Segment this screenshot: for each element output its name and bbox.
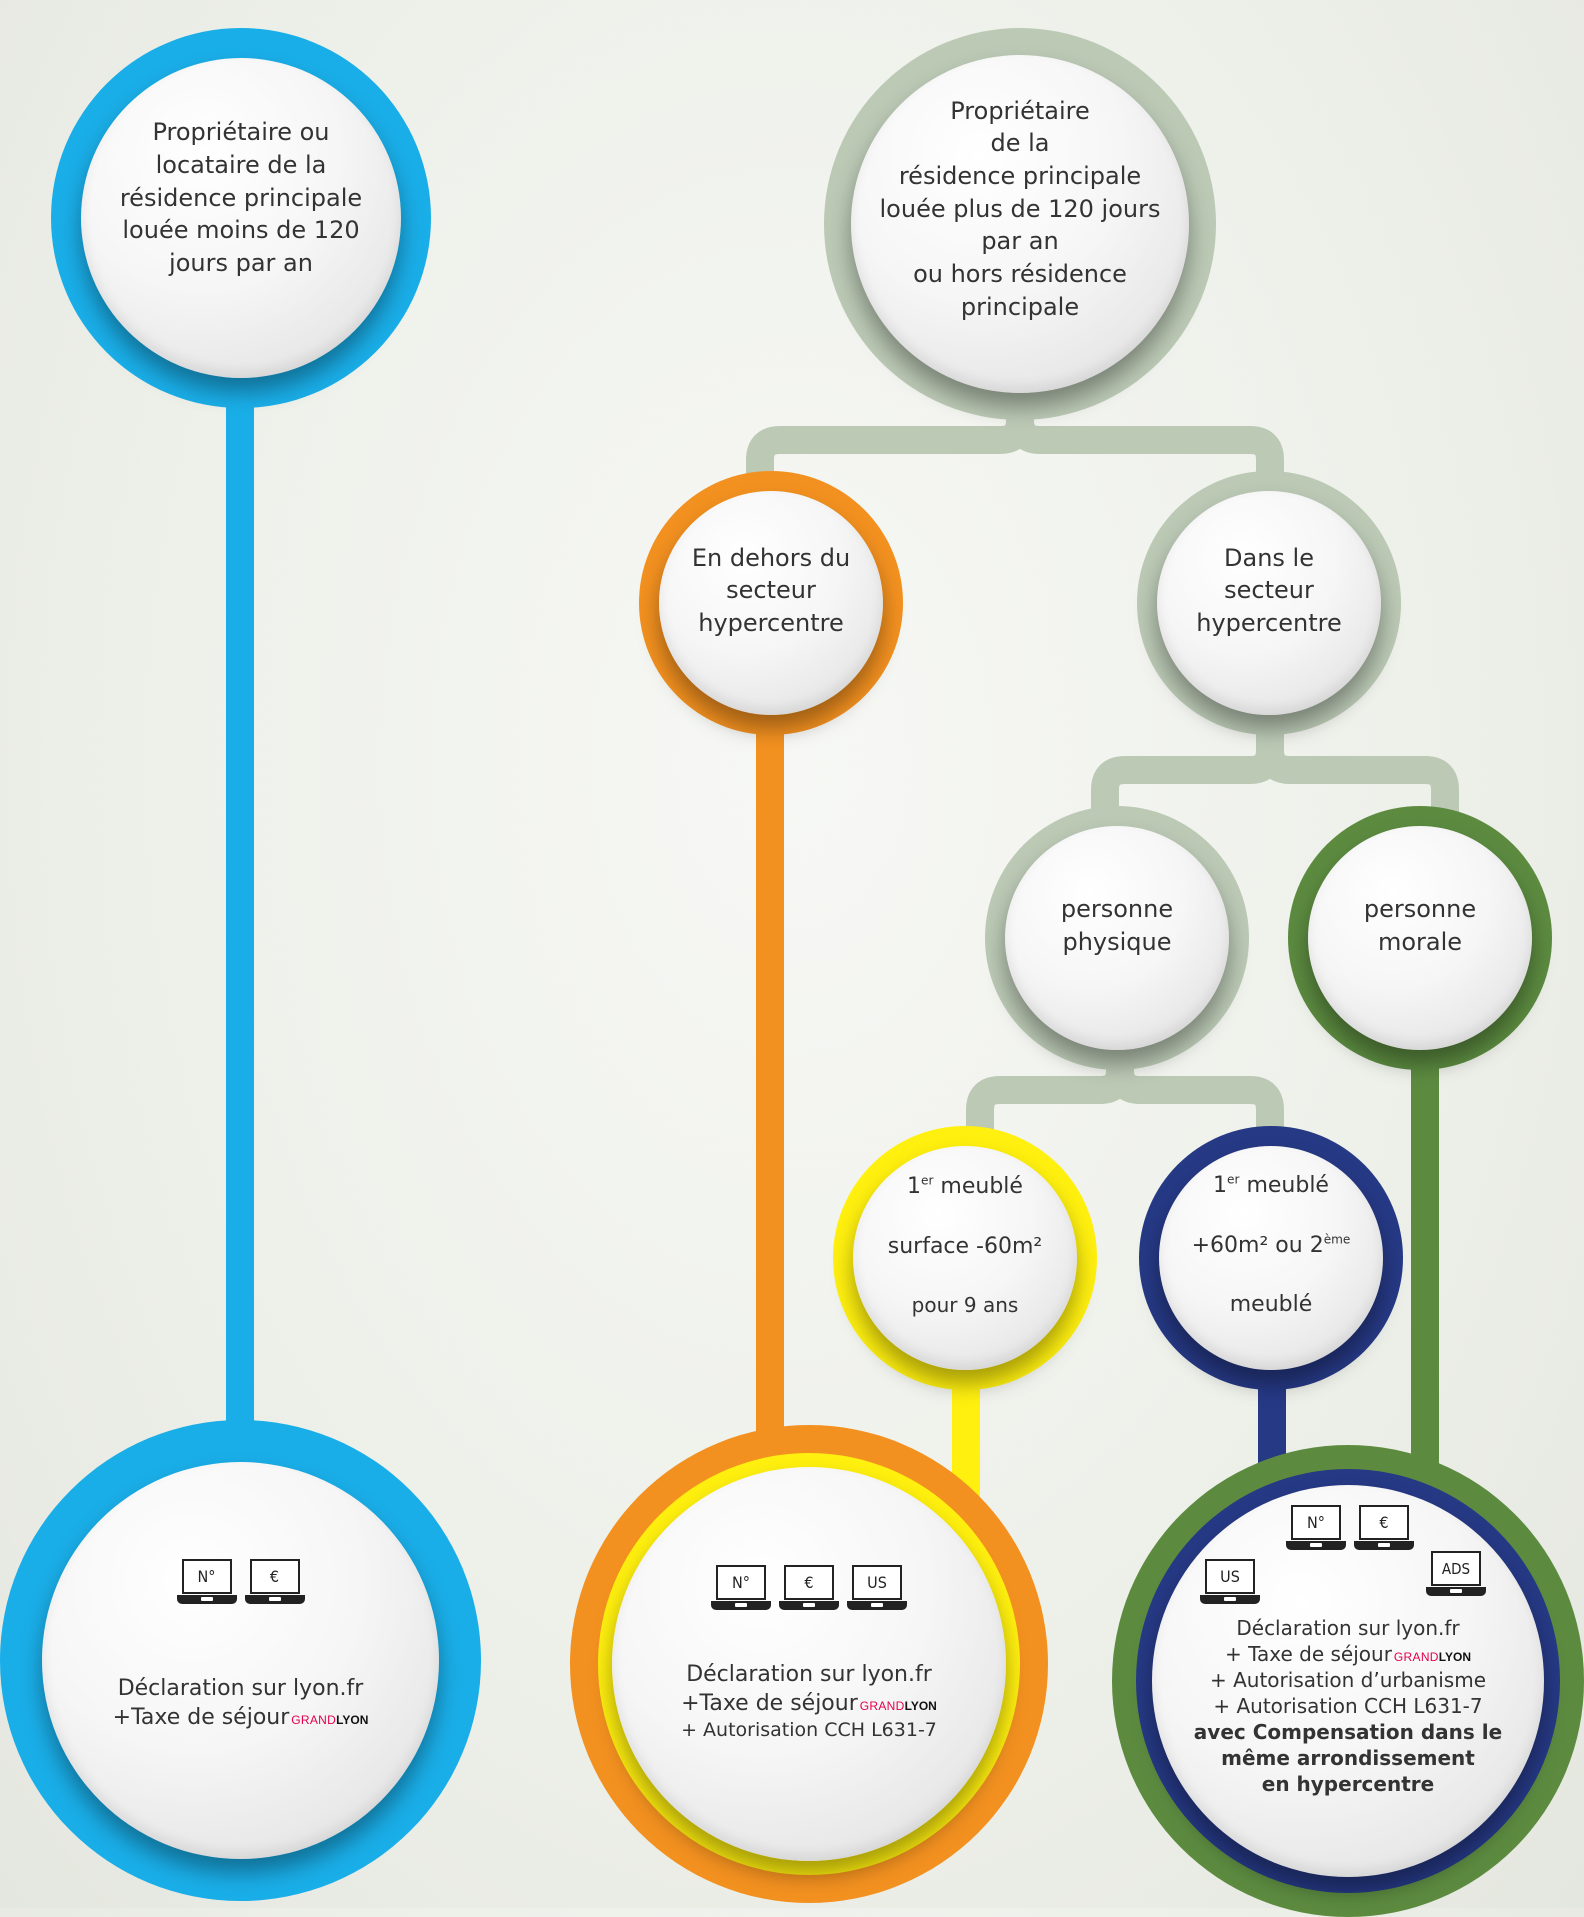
laptop-euro-icon: €	[244, 1558, 305, 1605]
grandlyon-logo: GRANDLYON	[1393, 1650, 1471, 1664]
node-locataire: Propriétaire ou locataire de la résidenc…	[51, 28, 431, 408]
node-meuble-grand: 1er meublé +60m² ou 2ème meublé	[1139, 1126, 1403, 1390]
outcome-middle-icons: N° € US	[711, 1565, 907, 1611]
node-dehors: En dehors du secteur hypercentre	[639, 471, 903, 735]
laptop-us-icon: US	[1200, 1559, 1260, 1605]
outcome-middle: N° € US Déclaration sur lyon.fr +Taxe de…	[570, 1425, 1048, 1903]
node-meuble-petit: 1er meublé surface -60m² pour 9 ans	[833, 1126, 1097, 1390]
outcome-left-icons: N° €	[176, 1558, 305, 1605]
node-physique: personne physique	[985, 806, 1249, 1070]
outcome-right-text: Déclaration sur lyon.fr + Taxe de séjour…	[1193, 1616, 1503, 1796]
grandlyon-logo: GRANDLYON	[859, 1698, 937, 1713]
node-dans-label: Dans le secteur hypercentre	[1196, 543, 1342, 637]
node-meuble-grand-label: 1er meublé +60m² ou 2ème meublé	[1191, 1172, 1351, 1318]
grandlyon-logo: GRANDLYON	[291, 1712, 369, 1727]
branch-gray-mid	[1091, 700, 1459, 830]
outcome-right: N° € US ADS Déclaration sur lyon.fr + Ta…	[1112, 1445, 1584, 1917]
laptop-numero-icon: N°	[711, 1565, 771, 1611]
branch-gray-low	[966, 1030, 1284, 1150]
branch-gray-top	[746, 380, 1284, 500]
node-physique-label: personne physique	[1060, 894, 1174, 956]
node-proprietaire: Propriétaire de la résidence principale …	[824, 28, 1216, 420]
node-meuble-petit-label: 1er meublé surface -60m² pour 9 ans	[887, 1173, 1043, 1317]
outcome-right-icons: N° € US ADS	[1198, 1505, 1498, 1605]
laptop-ads-icon: ADS	[1426, 1551, 1486, 1597]
node-dans: Dans le secteur hypercentre	[1137, 471, 1401, 735]
node-locataire-label: Propriétaire ou locataire de la résidenc…	[119, 118, 363, 277]
node-morale: personne morale	[1288, 806, 1552, 1070]
node-dehors-label: En dehors du secteur hypercentre	[691, 543, 851, 637]
laptop-euro-icon: €	[779, 1565, 839, 1611]
node-morale-label: personne morale	[1363, 894, 1477, 956]
outcome-left: N° € Déclaration sur lyon.fr +Taxe de sé…	[0, 1420, 481, 1901]
laptop-numero-icon: N°	[176, 1558, 237, 1605]
laptop-numero-icon: N°	[1286, 1505, 1346, 1551]
laptop-us-icon: US	[847, 1565, 907, 1611]
laptop-euro-icon: €	[1354, 1505, 1414, 1551]
node-proprietaire-label: Propriétaire de la résidence principale …	[879, 96, 1161, 321]
